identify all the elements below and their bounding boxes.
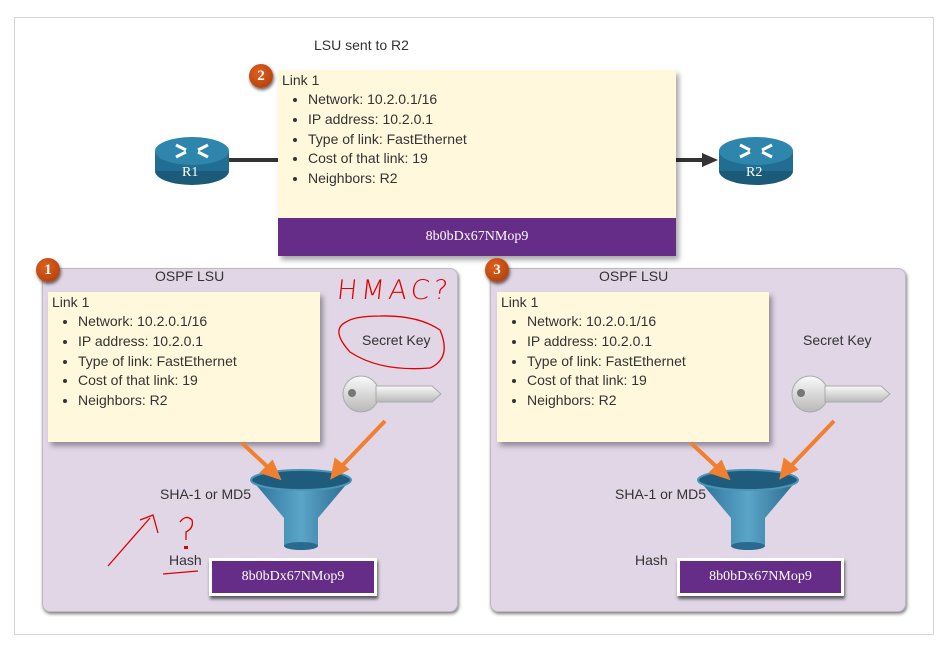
note-item: Type of link: FastEthernet xyxy=(527,352,765,372)
note-item: IP address: 10.2.0.1 xyxy=(527,332,765,352)
lsu-note: Link 1 Network: 10.2.0.1/16 IP address: … xyxy=(497,292,769,442)
step-badge-1: 1 xyxy=(36,258,60,282)
algorithm-label: SHA-1 or MD5 xyxy=(615,486,707,502)
note-item: Neighbors: R2 xyxy=(78,391,316,411)
note-item: Neighbors: R2 xyxy=(527,391,765,411)
frame xyxy=(14,17,934,635)
note-item: Network: 10.2.0.1/16 xyxy=(308,90,672,110)
hash-label: Hash xyxy=(169,552,202,568)
router-icon xyxy=(155,137,229,185)
lsu-caption: LSU sent to R2 xyxy=(314,37,409,53)
hash-value: 8b0bDx67NMop9 xyxy=(209,558,377,596)
hash-value: 8b0bDx67NMop9 xyxy=(677,558,844,596)
router-icon xyxy=(719,137,793,185)
note-title: Link 1 xyxy=(501,294,539,310)
note-title: Link 1 xyxy=(282,72,320,88)
note-item: Type of link: FastEthernet xyxy=(308,130,672,150)
panel-title: OSPF LSU xyxy=(599,268,669,284)
input-arrows xyxy=(240,419,836,481)
note-item: Cost of that link: 19 xyxy=(308,149,672,169)
note-title: Link 1 xyxy=(52,294,90,310)
lsu-note: Link 1 Network: 10.2.0.1/16 IP address: … xyxy=(278,70,676,256)
secret-key-label: Secret Key xyxy=(362,332,431,348)
hash-label: Hash xyxy=(635,552,668,568)
funnel-icon xyxy=(250,469,352,550)
lsu-hash: 8b0bDx67NMop9 xyxy=(278,218,676,256)
note-item: IP address: 10.2.0.1 xyxy=(308,110,672,130)
router-r2-label: R2 xyxy=(746,165,763,180)
key-icon xyxy=(342,375,442,413)
note-item: Type of link: FastEthernet xyxy=(78,352,316,372)
secret-key-label: Secret Key xyxy=(803,332,872,348)
arrow-head-icon xyxy=(702,153,718,167)
algorithm-label: SHA-1 or MD5 xyxy=(160,486,252,502)
annotation-dot xyxy=(184,546,188,549)
lsu-note: Link 1 Network: 10.2.0.1/16 IP address: … xyxy=(48,292,320,442)
note-item: IP address: 10.2.0.1 xyxy=(78,332,316,352)
note-item: Network: 10.2.0.1/16 xyxy=(78,312,316,332)
panel-title: OSPF LSU xyxy=(155,268,225,284)
note-item: Cost of that link: 19 xyxy=(78,371,316,391)
router-r1-label: R1 xyxy=(182,165,199,180)
step-badge-2: 2 xyxy=(249,64,273,88)
note-item: Network: 10.2.0.1/16 xyxy=(527,312,765,332)
handwritten-annotations xyxy=(107,315,445,575)
key-icon xyxy=(791,375,891,413)
step-badge-3: 3 xyxy=(485,258,509,282)
note-item: Neighbors: R2 xyxy=(308,169,672,189)
note-item: Cost of that link: 19 xyxy=(527,371,765,391)
funnel-icon xyxy=(697,469,799,550)
